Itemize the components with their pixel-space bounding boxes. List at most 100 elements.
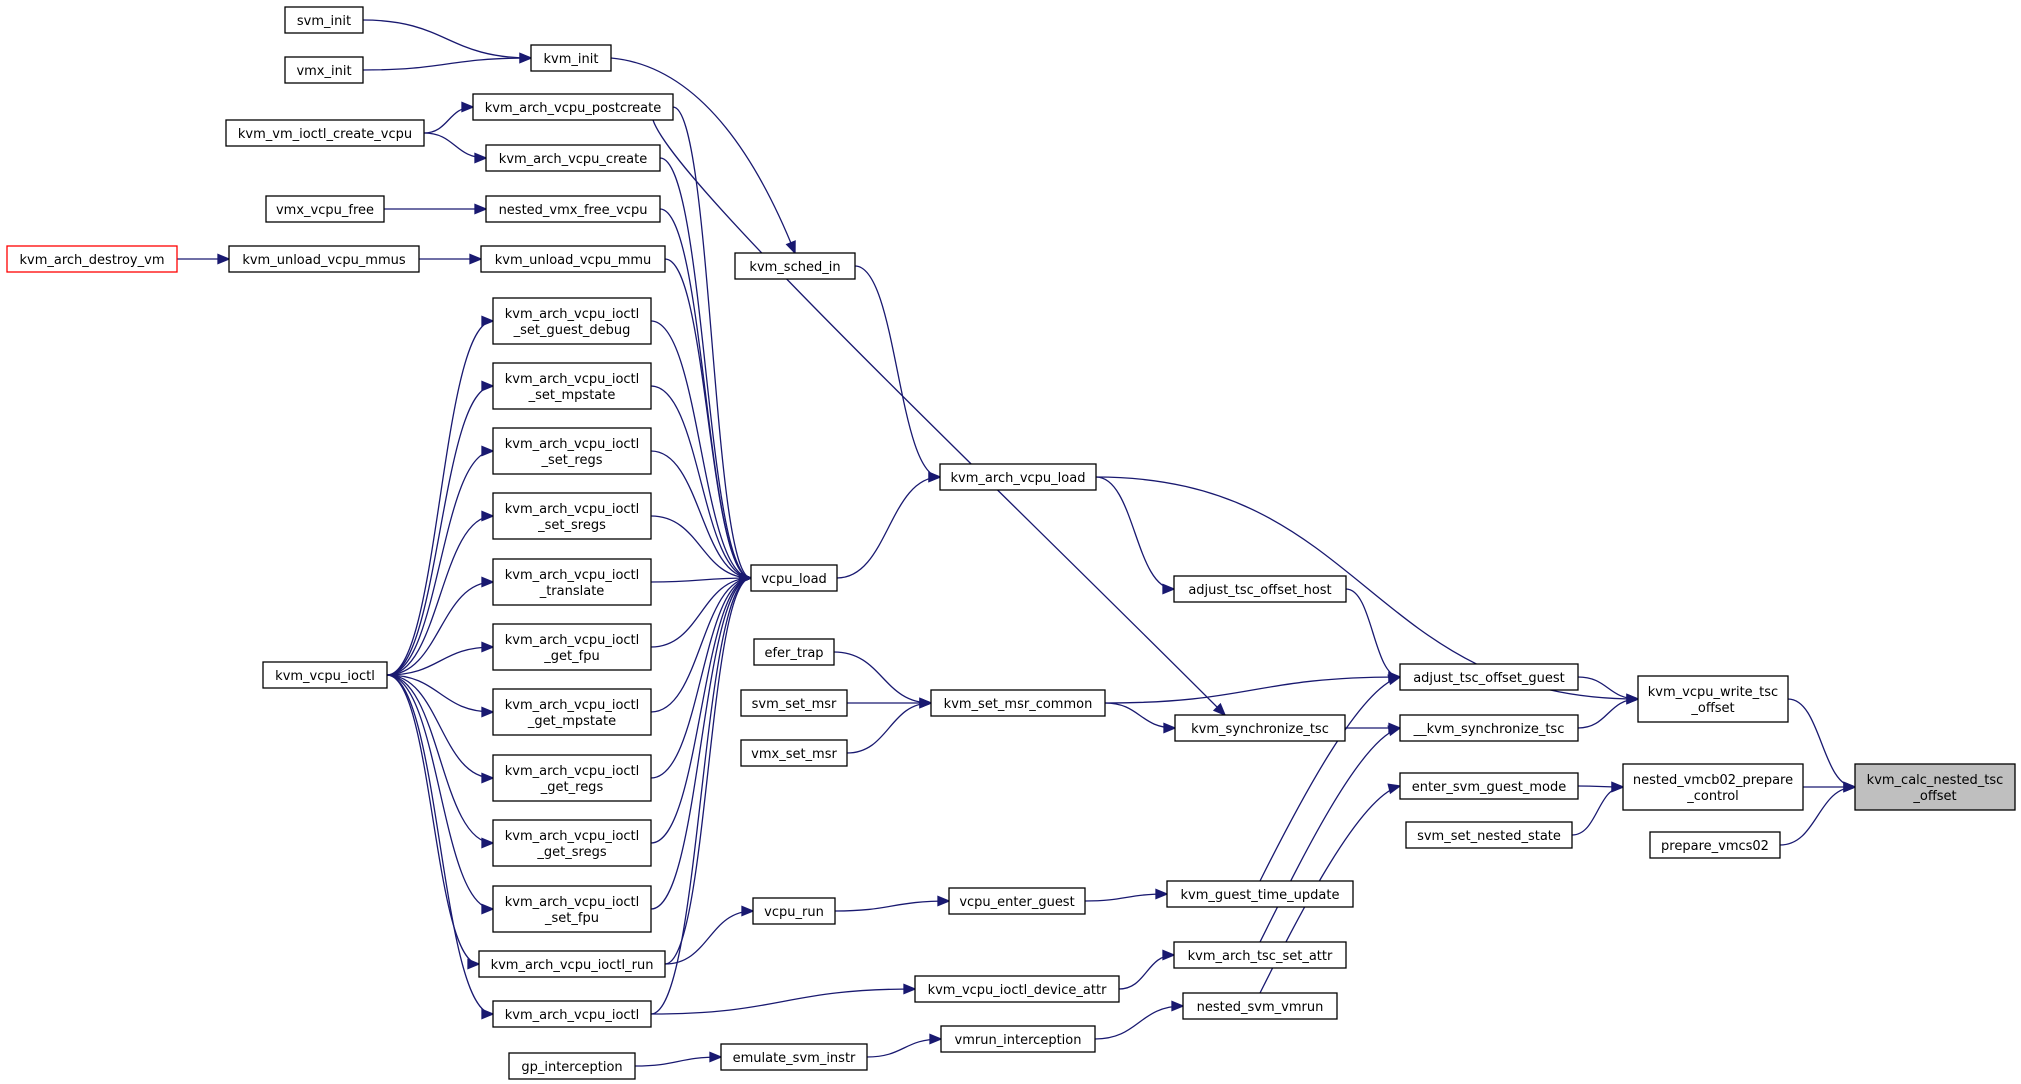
function-node-vcpu-enter-guest[interactable]: vcpu_enter_guest [948, 887, 1086, 915]
function-node-box [1399, 772, 1579, 800]
function-node-box [1399, 663, 1579, 691]
call-edge-line [652, 119, 1226, 716]
call-edge-line [650, 515, 752, 579]
function-node-svm-init[interactable]: svm_init [284, 6, 364, 34]
call-edge [386, 445, 495, 676]
function-node---kvm-synchronize-tsc[interactable]: __kvm_synchronize_tsc [1399, 714, 1579, 742]
function-node-vcpu-run[interactable]: vcpu_run [752, 897, 836, 925]
function-node-ioctl-get-fpu[interactable]: kvm_arch_vcpu_ioctl_get_fpu [492, 623, 652, 671]
function-node-label: nested_vmcb02_prepare [1633, 773, 1793, 788]
function-node-box [1166, 880, 1354, 908]
function-node-nested-svm-vmrun[interactable]: nested_svm_vmrun [1182, 992, 1338, 1020]
function-node-label: svm_set_nested_state [1417, 829, 1561, 844]
call-edge [1345, 588, 1402, 683]
function-node-kvm-vcpu-write-tsc-offset[interactable]: kvm_vcpu_write_tsc_offset [1637, 675, 1789, 723]
function-node-label: kvm_arch_vcpu_ioctl [505, 895, 640, 910]
function-node-label: kvm_arch_vcpu_postcreate [485, 101, 661, 116]
arrow-head [1162, 949, 1176, 961]
function-node-kvm-vcpu-ioctl-device-attr[interactable]: kvm_vcpu_ioctl_device_attr [914, 975, 1120, 1003]
function-node-label: _get_mpstate [527, 714, 616, 729]
function-node-svm-set-msr[interactable]: svm_set_msr [740, 689, 848, 717]
function-node-kvm-unload-vcpu-mmus[interactable]: kvm_unload_vcpu_mmus [228, 245, 420, 273]
function-node-vmrun-interception[interactable]: vmrun_interception [940, 1025, 1096, 1053]
call-edge [664, 258, 753, 584]
call-edge [1095, 476, 1176, 595]
function-node-svm-set-nested-state[interactable]: svm_set_nested_state [1405, 821, 1573, 849]
function-node-ioctl-get-sregs[interactable]: kvm_arch_vcpu_ioctl_get_sregs [492, 819, 652, 867]
function-node-box [753, 638, 835, 666]
arrow-head [519, 52, 533, 64]
function-node-kvm-vm-ioctl-create-vcpu[interactable]: kvm_vm_ioctl_create_vcpu [225, 119, 425, 147]
function-node-kvm-arch-vcpu-ioctl[interactable]: kvm_arch_vcpu_ioctl [492, 1000, 652, 1028]
function-node-vmx-set-msr[interactable]: vmx_set_msr [740, 739, 848, 767]
function-node-ioctl-set-fpu[interactable]: kvm_arch_vcpu_ioctl_set_fpu [492, 885, 652, 933]
function-node-kvm-arch-vcpu-postcreate[interactable]: kvm_arch_vcpu_postcreate [472, 93, 674, 121]
function-node-prepare-vmcs02[interactable]: prepare_vmcs02 [1649, 831, 1781, 859]
function-node-kvm-arch-vcpu-ioctl-run[interactable]: kvm_arch_vcpu_ioctl_run [478, 950, 666, 978]
function-node-box [492, 297, 652, 345]
function-node-kvm-set-msr-common[interactable]: kvm_set_msr_common [930, 689, 1106, 717]
function-node-box [914, 975, 1120, 1003]
function-node-gp-interception[interactable]: gp_interception [508, 1052, 636, 1080]
function-node-label: kvm_arch_tsc_set_attr [1188, 949, 1333, 964]
call-edge [634, 1051, 723, 1067]
function-node-kvm-arch-destroy-vm[interactable]: kvm_arch_destroy_vm [6, 245, 178, 273]
call-edge [1084, 888, 1169, 902]
function-node-box [492, 362, 652, 410]
function-node-label: enter_svm_guest_mode [1412, 780, 1567, 795]
function-node-box [948, 887, 1086, 915]
function-node-label: _offset [1912, 789, 1956, 804]
function-node-kvm-arch-vcpu-load[interactable]: kvm_arch_vcpu_load [939, 463, 1097, 491]
function-node-ioctl-set-mpstate[interactable]: kvm_arch_vcpu_ioctl_set_mpstate [492, 362, 652, 410]
function-node-ioctl-translate[interactable]: kvm_arch_vcpu_ioctl_translate [492, 558, 652, 606]
function-node-ioctl-set-guest-debug[interactable]: kvm_arch_vcpu_ioctl_set_guest_debug [492, 297, 652, 345]
call-edge [419, 253, 483, 265]
function-node-label: kvm_vcpu_write_tsc [1648, 685, 1778, 700]
function-node-kvm-init[interactable]: kvm_init [530, 44, 612, 72]
function-node-label: svm_set_msr [752, 697, 837, 712]
function-node-kvm-synchronize-tsc[interactable]: kvm_synchronize_tsc [1174, 714, 1346, 742]
function-node-box [734, 252, 856, 280]
function-node-box [940, 1025, 1096, 1053]
function-node-box [1174, 714, 1346, 742]
function-node-adjust-tsc-offset-host[interactable]: adjust_tsc_offset_host [1173, 575, 1347, 603]
function-node-vcpu-load[interactable]: vcpu_load [750, 564, 838, 592]
function-node-enter-svm-guest-mode[interactable]: enter_svm_guest_mode [1399, 772, 1579, 800]
call-edge-line [1094, 1005, 1184, 1040]
function-node-emulate-svm-instr[interactable]: emulate_svm_instr [720, 1043, 868, 1071]
call-edge-line [386, 674, 480, 965]
function-node-kvm-unload-vcpu-mmu[interactable]: kvm_unload_vcpu_mmu [480, 245, 666, 273]
function-node-box [1182, 992, 1338, 1020]
call-edge-line [610, 57, 796, 254]
call-edge [362, 19, 533, 64]
call-edge-line [664, 910, 754, 965]
function-node-label: adjust_tsc_offset_guest [1413, 671, 1565, 686]
function-node-ioctl-set-regs[interactable]: kvm_arch_vcpu_ioctl_set_regs [492, 427, 652, 475]
function-node-vmx-vcpu-free[interactable]: vmx_vcpu_free [265, 195, 385, 223]
function-node-box [228, 245, 420, 273]
function-node-adjust-tsc-offset-guest[interactable]: adjust_tsc_offset_guest [1399, 663, 1579, 691]
function-node-kvm-vcpu-ioctl[interactable]: kvm_vcpu_ioctl [262, 661, 388, 689]
function-node-label: adjust_tsc_offset_host [1188, 583, 1331, 598]
function-node-efer-trap[interactable]: efer_trap [753, 638, 835, 666]
function-node-label: vcpu_enter_guest [959, 895, 1074, 910]
arrow-head [1387, 725, 1402, 737]
call-edge-line [650, 577, 752, 779]
call-edge-line [650, 320, 752, 579]
function-node-kvm-guest-time-update[interactable]: kvm_guest_time_update [1166, 880, 1354, 908]
function-node-kvm-sched-in[interactable]: kvm_sched_in [734, 252, 856, 280]
arrow-head [739, 572, 753, 584]
function-node-box [6, 245, 178, 273]
call-edge-line [386, 674, 494, 1015]
function-node-nested-vmcb02-prepare-control[interactable]: nested_vmcb02_prepare_control [1622, 763, 1804, 811]
function-node-ioctl-get-regs[interactable]: kvm_arch_vcpu_ioctl_get_regs [492, 754, 652, 802]
function-node-vmx-init[interactable]: vmx_init [284, 56, 364, 84]
function-node-ioctl-set-sregs[interactable]: kvm_arch_vcpu_ioctl_set_sregs [492, 492, 652, 540]
function-node-kvm-arch-vcpu-create[interactable]: kvm_arch_vcpu_create [485, 144, 661, 172]
function-node-nested-vmx-free-vcpu[interactable]: nested_vmx_free_vcpu [485, 195, 661, 223]
function-node-kvm-arch-tsc-set-attr[interactable]: kvm_arch_tsc_set_attr [1173, 941, 1347, 969]
arrow-head [481, 576, 495, 588]
function-node-kvm-calc-nested-tsc-offset[interactable]: kvm_calc_nested_tsc_offset [1854, 763, 2016, 811]
function-node-ioctl-get-mpstate[interactable]: kvm_arch_vcpu_ioctl_get_mpstate [492, 688, 652, 736]
